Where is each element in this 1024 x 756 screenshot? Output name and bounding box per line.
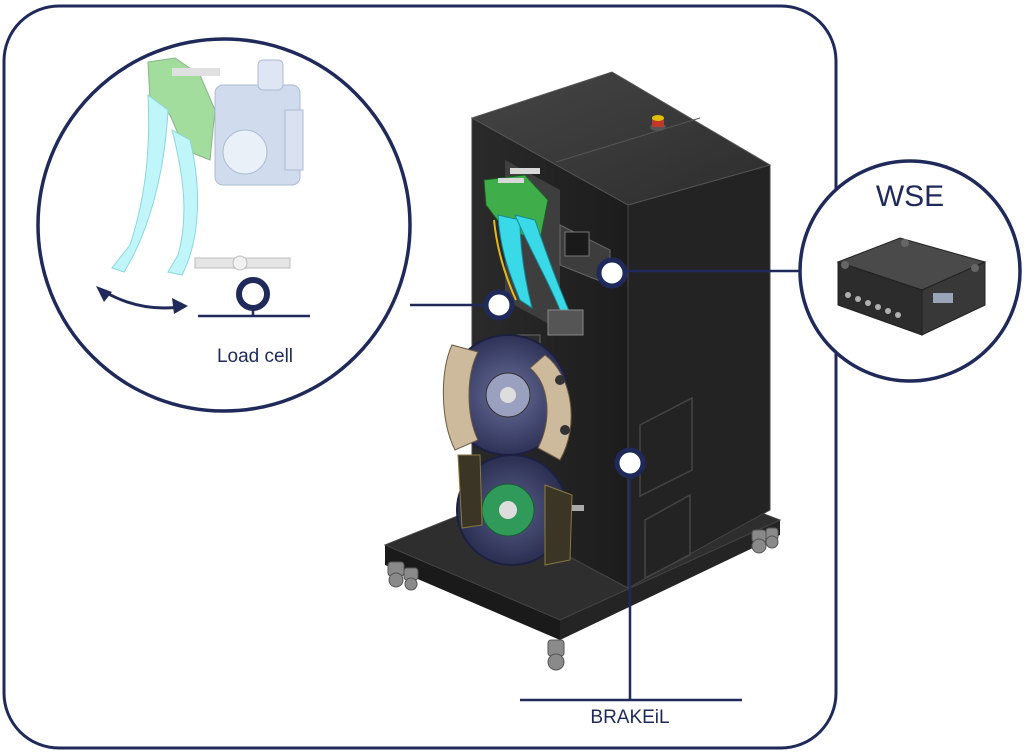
sensor-module-icon bbox=[836, 237, 987, 336]
main-frame bbox=[2, 4, 838, 750]
brakeil-label: BRAKEiL bbox=[590, 707, 670, 728]
load-cell-icon bbox=[236, 277, 270, 311]
pedal-detail-callout bbox=[36, 37, 412, 413]
wse-marker bbox=[596, 257, 628, 289]
wse-label: WSE bbox=[875, 180, 945, 213]
pedal-assembly-icon bbox=[111, 57, 304, 276]
load-cell-label: Load cell bbox=[216, 346, 294, 367]
lower-brake-disc-icon bbox=[456, 454, 584, 566]
emergency-stop-icon bbox=[650, 115, 666, 131]
brakeil-machine bbox=[383, 71, 782, 671]
pedal-marker bbox=[483, 289, 515, 321]
swing-arrow-icon bbox=[96, 286, 188, 314]
upper-brake-disc-icon bbox=[442, 334, 572, 461]
brakeil-marker bbox=[614, 447, 646, 479]
wse-detail-callout bbox=[798, 159, 1022, 383]
